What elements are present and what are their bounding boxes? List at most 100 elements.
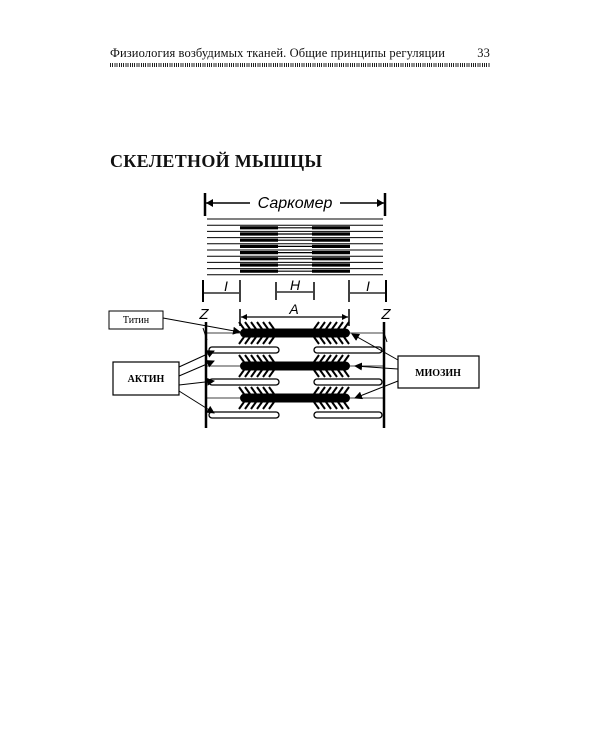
myosin-head (319, 321, 326, 330)
band-i-right-label: I (366, 278, 370, 294)
myosin-head (337, 321, 344, 330)
actin-label: АКТИН (128, 374, 165, 385)
running-title: Физиология возбудимых тканей. Общие прин… (110, 46, 445, 60)
z-left-label: Z (198, 306, 209, 323)
actin-filament (208, 346, 280, 354)
actin-filament (208, 411, 280, 419)
myosin-head (244, 321, 251, 330)
myosin-head (238, 336, 245, 345)
myosin-head (262, 336, 269, 345)
striation-pattern (207, 218, 383, 276)
myosin-head (262, 354, 269, 363)
myosin-head (337, 354, 344, 363)
myosin-head (343, 369, 350, 378)
myosin-head (319, 369, 326, 378)
myosin-head (250, 321, 257, 330)
filament-rows (207, 321, 383, 419)
myosin-callout: МИОЗИН (351, 333, 480, 400)
myosin-head (325, 321, 332, 330)
myosin-head (331, 321, 338, 330)
myosin-head (244, 386, 251, 395)
section-title: СКЕЛЕТНОЙ МЫШЦЫ (110, 151, 323, 171)
myosin-head (268, 336, 275, 345)
band-i-left-label: I (224, 278, 228, 294)
myosin-head (325, 386, 332, 395)
myosin-head (268, 321, 275, 330)
band-a-dimension: A (239, 301, 350, 326)
myosin-head (244, 369, 251, 378)
myosin-head (325, 336, 332, 345)
myosin-head (319, 401, 326, 410)
myosin-head (256, 321, 263, 330)
z-right-label: Z (380, 306, 391, 323)
myosin-head (331, 369, 338, 378)
myosin-head (331, 386, 338, 395)
myosin-head (337, 336, 344, 345)
actin-filament (208, 378, 280, 386)
myosin-head (250, 401, 257, 410)
myosin-head (256, 401, 263, 410)
myosin-head (244, 354, 251, 363)
titin-callout: Титин (108, 310, 241, 335)
sarcomere-dimension: Саркомер (203, 193, 387, 216)
myosin-head (343, 336, 350, 345)
myosin-head (238, 354, 245, 363)
myosin-head (238, 401, 245, 410)
myosin-head (337, 369, 344, 378)
myosin-head (343, 354, 350, 363)
myosin-head (331, 401, 338, 410)
myosin-head (313, 336, 320, 345)
actin-filament (313, 378, 383, 386)
myosin-head (268, 401, 275, 410)
myosin-head (313, 401, 320, 410)
myosin-head (268, 386, 275, 395)
myosin-head (313, 354, 320, 363)
band-dimensions: I H I (202, 277, 387, 302)
myosin-head (268, 354, 275, 363)
myosin-head (337, 386, 344, 395)
myosin-head (331, 336, 338, 345)
myosin-head (256, 336, 263, 345)
myosin-head (325, 401, 332, 410)
header-rule (110, 63, 490, 67)
actin-filament (313, 411, 383, 419)
myosin-head (256, 354, 263, 363)
actin-filament (313, 346, 383, 354)
myosin-head (343, 321, 350, 330)
myosin-head (250, 336, 257, 345)
myosin-head (244, 401, 251, 410)
zone-h-label: H (290, 277, 301, 293)
myosin-head (343, 386, 350, 395)
myosin-head (262, 321, 269, 330)
myosin-head (319, 336, 326, 345)
myosin-head (262, 386, 269, 395)
myosin-head (313, 386, 320, 395)
myosin-head (238, 369, 245, 378)
myosin-filament (240, 361, 350, 371)
myosin-head (325, 369, 332, 378)
page-number: 33 (477, 46, 490, 60)
myosin-head (250, 354, 257, 363)
myosin-head (268, 369, 275, 378)
myosin-head (262, 369, 269, 378)
myosin-head (325, 354, 332, 363)
myosin-head (238, 386, 245, 395)
myosin-head (256, 369, 263, 378)
myosin-label: МИОЗИН (415, 368, 461, 379)
myosin-head (262, 401, 269, 410)
myosin-head (256, 386, 263, 395)
myosin-filament (240, 328, 350, 338)
myosin-head (331, 354, 338, 363)
myosin-head (313, 369, 320, 378)
myosin-head (244, 336, 251, 345)
titin-label: Титин (123, 315, 150, 326)
myosin-head (250, 386, 257, 395)
myosin-filament (240, 393, 350, 403)
myosin-head (250, 369, 257, 378)
myosin-head (313, 321, 320, 330)
myosin-head (343, 401, 350, 410)
sarcomere-label: Саркомер (258, 195, 333, 212)
myosin-head (319, 386, 326, 395)
